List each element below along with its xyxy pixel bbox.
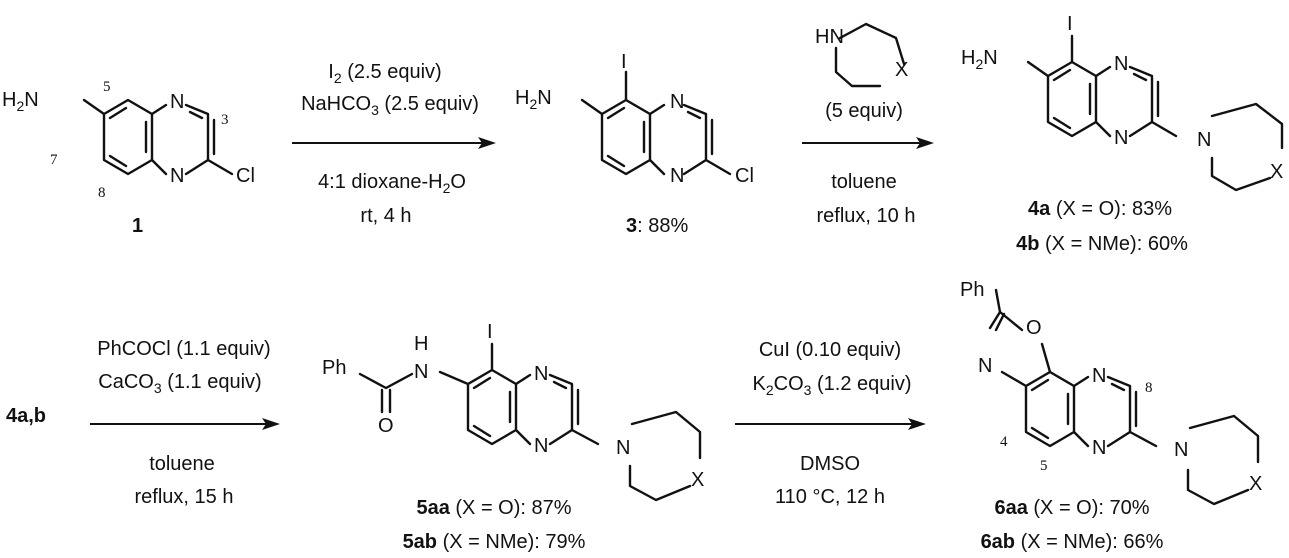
position-4-label: 4 — [1000, 434, 1008, 450]
atom-n: N — [170, 165, 184, 187]
atom-n: N — [670, 91, 684, 113]
reaction2-solvent: toluene — [831, 171, 897, 193]
atom-n: N — [414, 361, 428, 383]
atom-h2n: H2N — [2, 89, 39, 114]
position-8-label: 8 — [1145, 380, 1153, 396]
atom-h: H — [414, 333, 428, 355]
compound-5-structure — [358, 342, 702, 502]
reaction4-reagent1: CuI (0.10 equiv) — [759, 339, 901, 361]
atom-n: N — [170, 91, 184, 113]
atom-h2n: H2N — [515, 87, 552, 112]
compound-5ab-label: 5ab (X = NMe): 79% — [403, 531, 586, 553]
position-7-label: 7 — [50, 152, 58, 168]
reaction3-reagent1: PhCOCl (1.1 equiv) — [97, 338, 270, 360]
reaction4-arrow — [735, 418, 926, 430]
atom-o: O — [378, 415, 394, 437]
atom-hn: HN — [815, 26, 844, 48]
compound-6-structure — [988, 288, 1260, 506]
position-3-label: 3 — [221, 112, 229, 128]
reaction2-arrow — [802, 137, 934, 149]
atom-cl: Cl — [735, 165, 754, 187]
reaction1-solvent: 4:1 dioxane-H2O — [318, 171, 466, 196]
reaction3-conditions: reflux, 15 h — [135, 486, 234, 508]
atom-n: N — [616, 437, 630, 459]
reaction1-conditions: rt, 4 h — [360, 205, 411, 227]
compound-4b-label: 4b (X = NMe): 60% — [1016, 233, 1188, 255]
compound-5aa-label: 5aa (X = O): 87% — [416, 497, 571, 519]
reaction2-equiv: (5 equiv) — [825, 100, 903, 122]
reaction1-reagent1: I2 (2.5 equiv) — [328, 61, 441, 86]
atom-x: X — [1270, 161, 1283, 183]
atom-i: I — [621, 51, 627, 73]
atom-ph: Ph — [960, 279, 984, 301]
atom-n: N — [1114, 127, 1128, 149]
atom-i: I — [1067, 13, 1073, 35]
atom-o: O — [1026, 317, 1042, 339]
atom-h2n: H2N — [961, 47, 998, 72]
compound-4a-label: 4a (X = O): 83% — [1028, 198, 1172, 220]
atom-i: I — [487, 321, 493, 343]
atom-n: N — [1092, 437, 1106, 459]
amine-reagent-structure — [834, 22, 906, 88]
reaction3-solvent: toluene — [149, 453, 215, 475]
start-material-label: 4a,b — [6, 405, 46, 427]
reaction1-reagent2: NaHCO3 (2.5 equiv) — [301, 93, 479, 118]
compound-6ab-label: 6ab (X = NMe): 66% — [981, 531, 1164, 553]
atom-x: X — [691, 469, 704, 491]
atom-n: N — [1114, 53, 1128, 75]
reaction4-solvent: DMSO — [800, 453, 860, 475]
atom-x: X — [1249, 473, 1262, 495]
reaction1-arrow — [292, 137, 496, 149]
reaction4-conditions: 110 °C, 12 h — [775, 486, 885, 508]
position-5-label: 5 — [1040, 458, 1048, 474]
compound-6aa-label: 6aa (X = O): 70% — [994, 497, 1149, 519]
reaction2-conditions: reflux, 10 h — [817, 205, 916, 227]
compound-3-label: 3: 88% — [626, 215, 688, 237]
compound-3-structure — [580, 70, 732, 176]
atom-n: N — [1197, 129, 1211, 151]
atom-n: N — [670, 165, 684, 187]
position-8-label: 8 — [98, 185, 106, 201]
reaction4-reagent2: K2CO3 (1.2 equiv) — [753, 373, 912, 398]
reaction3-reagent2: CaCO3 (1.1 equiv) — [98, 371, 261, 396]
compound-4-structure — [1026, 34, 1284, 192]
atom-ph: Ph — [322, 357, 346, 379]
atom-n: N — [1174, 439, 1188, 461]
compound-1-structure — [82, 98, 234, 176]
atom-n: N — [978, 355, 992, 377]
atom-x: X — [895, 59, 908, 81]
position-5-label: 5 — [103, 79, 111, 95]
atom-n: N — [1092, 365, 1106, 387]
atom-cl: Cl — [236, 165, 255, 187]
compound-1-label: 1 — [132, 215, 143, 237]
reaction3-arrow — [90, 418, 280, 430]
atom-n: N — [534, 435, 548, 457]
atom-n: N — [534, 363, 548, 385]
